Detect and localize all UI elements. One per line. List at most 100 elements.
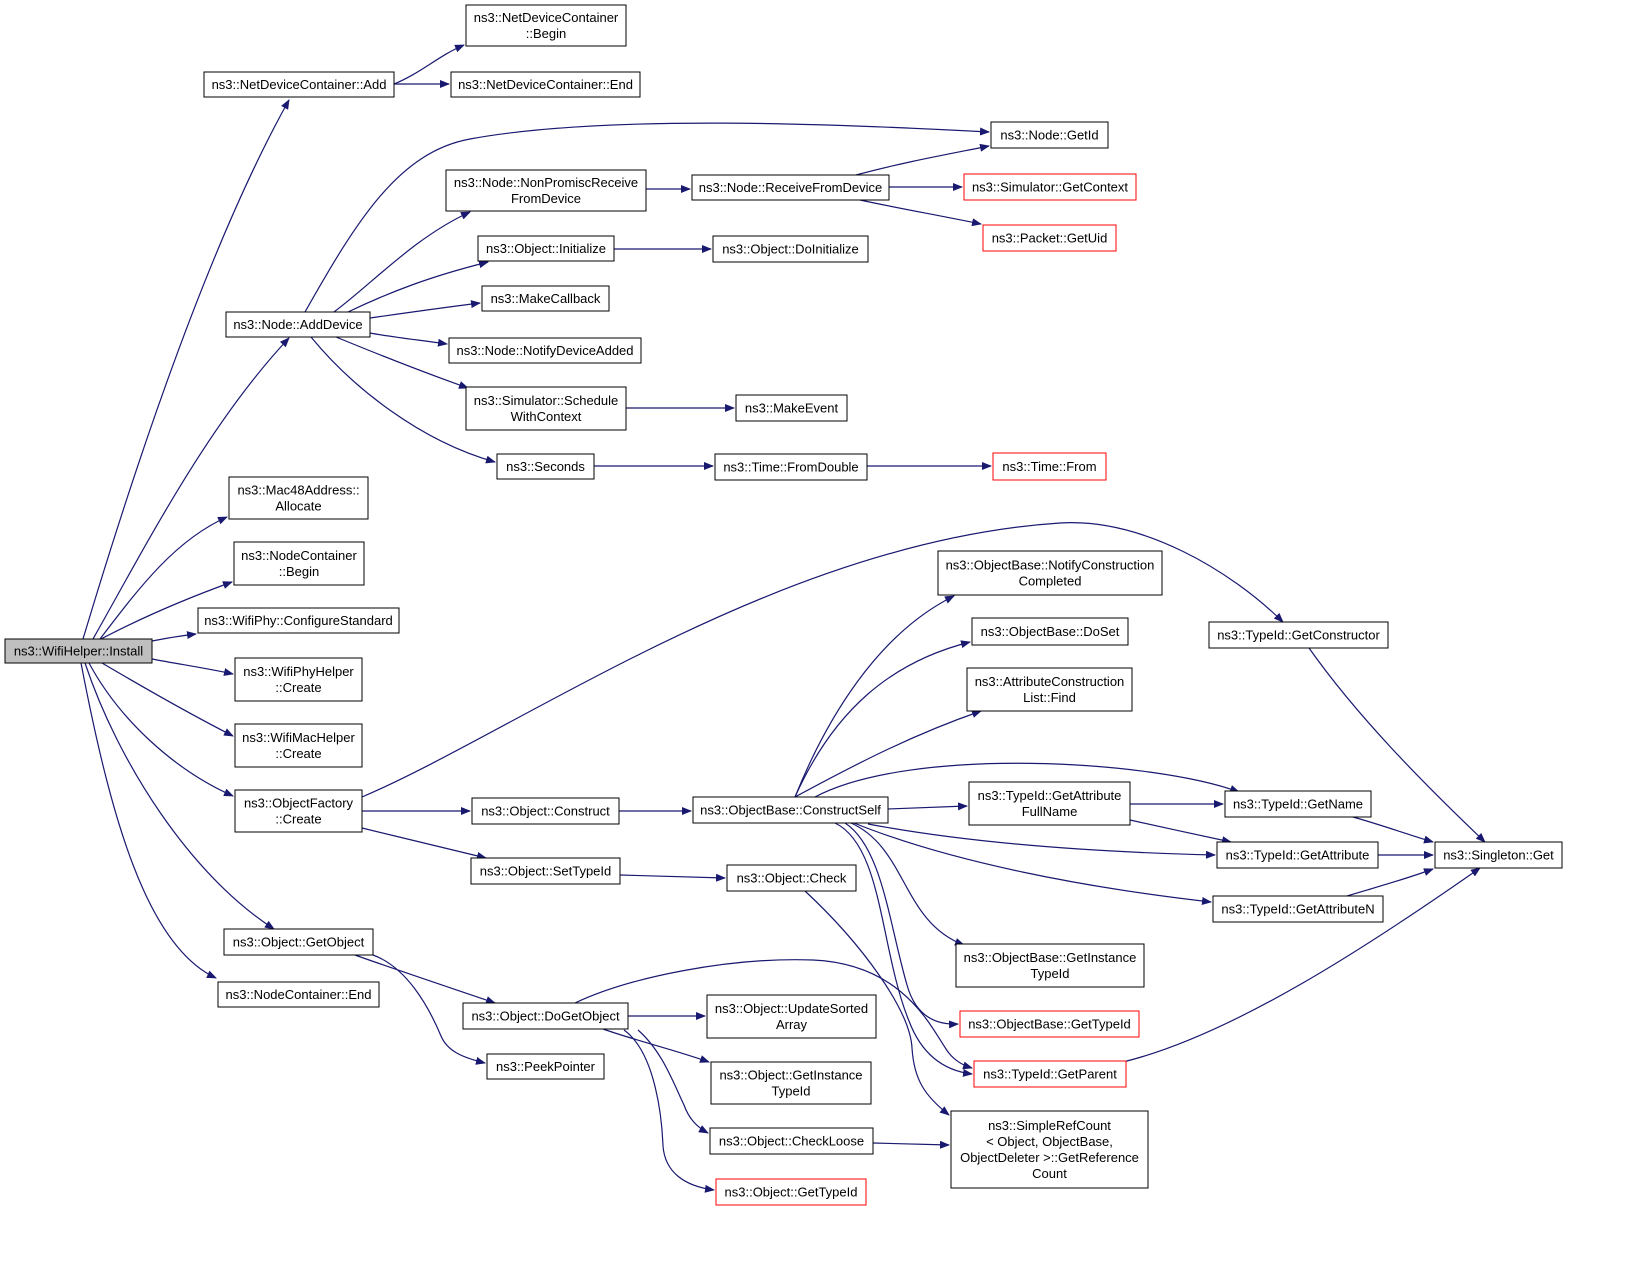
node-seconds[interactable]: ns3::Seconds — [496, 453, 595, 480]
edge-objbase_constructself-to-typeid_getattributen — [853, 822, 1212, 905]
node-box — [234, 789, 363, 833]
node-obj-doinitialize[interactable]: ns3::Object::DoInitialize — [712, 235, 869, 263]
node-mac48-allocate[interactable]: ns3::Mac48Address::Allocate — [228, 476, 369, 520]
node-obj-settypeid[interactable]: ns3::Object::SetTypeId — [470, 857, 621, 885]
node-makeevent[interactable]: ns3::MakeEvent — [735, 394, 848, 422]
node-label: ns3::Node::GetId — [1000, 128, 1098, 143]
edge-wifi_install-to-mac48_allocate — [99, 516, 228, 640]
node-time-from[interactable]: ns3::Time::From — [992, 452, 1107, 481]
node-time-fromdouble[interactable]: ns3::Time::FromDouble — [714, 453, 868, 481]
edge-obj_getobject-to-peekpointer — [372, 954, 486, 1065]
node-wifiphy-config[interactable]: ns3::WifiPhy::ConfigureStandard — [197, 607, 400, 634]
node-obj-initialize[interactable]: ns3::Object::Initialize — [477, 235, 615, 262]
node-label: ::Begin — [526, 26, 566, 41]
node-label: ns3::NetDeviceContainer::Add — [212, 77, 387, 92]
node-label: ns3::Node::NotifyDeviceAdded — [456, 343, 633, 358]
node-singleton-get[interactable]: ns3::Singleton::Get — [1434, 841, 1563, 869]
node-obj-construct[interactable]: ns3::Object::Construct — [471, 797, 620, 825]
node-label: TypeId — [1030, 966, 1069, 981]
node-label: ns3::Node::NonPromiscReceive — [454, 175, 638, 190]
node-label: ns3::Object::CheckLoose — [719, 1134, 864, 1149]
node-obj-checkloose[interactable]: ns3::Object::CheckLoose — [709, 1127, 874, 1155]
node-box — [966, 667, 1133, 712]
node-box — [225, 311, 371, 338]
node-typeid-getattributen[interactable]: ns3::TypeId::GetAttributeN — [1212, 895, 1384, 923]
node-sim-getcontext[interactable]: ns3::Simulator::GetContext — [963, 173, 1137, 201]
node-box — [1208, 621, 1389, 649]
node-typeid-getparent[interactable]: ns3::TypeId::GetParent — [973, 1060, 1127, 1088]
edge-wifi_install-to-ndc_add — [82, 99, 290, 640]
node-label: ns3::ObjectBase::GetTypeId — [968, 1017, 1131, 1032]
node-peekpointer[interactable]: ns3::PeekPointer — [486, 1053, 605, 1080]
edge-node_receive-to-node_getid — [855, 143, 990, 176]
node-box — [448, 337, 642, 364]
node-label: ns3::NodeContainer::End — [226, 987, 372, 1002]
node-label: ns3::Object::Construct — [481, 804, 610, 819]
node-label: ns3::Object::GetInstance — [719, 1068, 862, 1083]
node-box — [217, 981, 380, 1008]
edge-objbase_constructself-to-objbase_doset — [794, 640, 971, 798]
node-obj-gettypeid[interactable]: ns3::Object::GetTypeId — [715, 1178, 867, 1206]
node-ndc-end[interactable]: ns3::NetDeviceContainer::End — [450, 71, 641, 98]
node-wifimachelper-create[interactable]: ns3::WifiMacHelper::Create — [234, 723, 363, 768]
node-label: FromDevice — [511, 191, 581, 206]
node-node-notify[interactable]: ns3::Node::NotifyDeviceAdded — [448, 337, 642, 364]
node-objbase-constructself[interactable]: ns3::ObjectBase::ConstructSelf — [692, 796, 889, 824]
node-objbase-gettypeid[interactable]: ns3::ObjectBase::GetTypeId — [959, 1010, 1140, 1038]
node-box — [735, 394, 848, 422]
node-label: FullName — [1022, 804, 1078, 819]
node-obj-check[interactable]: ns3::Object::Check — [726, 864, 857, 892]
node-typeid-getattribute[interactable]: ns3::TypeId::GetAttribute — [1216, 841, 1379, 869]
node-label: ns3::PeekPointer — [496, 1059, 596, 1074]
node-label: ns3::Simulator::GetContext — [972, 180, 1128, 195]
node-box — [691, 174, 890, 201]
node-box — [234, 723, 363, 768]
node-label: ns3::Object::Initialize — [486, 241, 606, 256]
node-label: ns3::Node::AddDevice — [233, 317, 362, 332]
edge-objbase_constructself-to-objbase_gettypeid — [844, 822, 959, 1029]
node-box — [471, 797, 620, 825]
node-packet-getuid[interactable]: ns3::Packet::GetUid — [982, 224, 1117, 252]
node-label: ObjectDeleter >::GetReference — [960, 1150, 1139, 1165]
node-nc-end[interactable]: ns3::NodeContainer::End — [217, 981, 380, 1008]
node-label: ::Begin — [279, 564, 319, 579]
node-makecallback[interactable]: ns3::MakeCallback — [481, 285, 610, 312]
node-objbase-doset[interactable]: ns3::ObjectBase::DoSet — [971, 617, 1129, 646]
node-label: ns3::NetDeviceContainer::End — [458, 77, 633, 92]
node-typeid-getname[interactable]: ns3::TypeId::GetName — [1224, 790, 1372, 818]
node-box — [465, 4, 627, 47]
node-obj-dogetobject[interactable]: ns3::Object::DoGetObject — [462, 1002, 629, 1030]
edge-typeid_getconstructor-to-singleton_get — [1308, 647, 1486, 843]
edge-node_adddevice-to-sim_schedule — [335, 336, 469, 389]
node-nc-begin[interactable]: ns3::NodeContainer::Begin — [233, 541, 365, 586]
edge-node_adddevice-to-node_nonpromisc — [333, 211, 471, 313]
node-label: ns3::SimpleRefCount — [988, 1118, 1111, 1133]
node-simplerefcount[interactable]: ns3::SimpleRefCount< Object, ObjectBase,… — [950, 1110, 1149, 1189]
node-wifiphyhelper-create[interactable]: ns3::WifiPhyHelper::Create — [234, 657, 363, 702]
node-obj-getobject[interactable]: ns3::Object::GetObject — [223, 928, 374, 956]
node-ndc-add[interactable]: ns3::NetDeviceContainer::Add — [203, 71, 395, 98]
node-typeid-getconstructor[interactable]: ns3::TypeId::GetConstructor — [1208, 621, 1389, 649]
node-wifi-install[interactable]: ns3::WifiHelper::Install — [4, 638, 153, 664]
node-objbase-notify[interactable]: ns3::ObjectBase::NotifyConstructionCompl… — [937, 550, 1163, 596]
node-box — [710, 1061, 872, 1105]
node-box — [496, 453, 595, 480]
edge-obj_dogetobject-to-obj_gettypeid — [623, 1029, 715, 1193]
node-node-getid[interactable]: ns3::Node::GetId — [990, 121, 1109, 149]
node-node-receive[interactable]: ns3::Node::ReceiveFromDevice — [691, 174, 890, 201]
node-label: ns3::WifiHelper::Install — [14, 644, 143, 659]
node-ndc-begin[interactable]: ns3::NetDeviceContainer::Begin — [465, 4, 627, 47]
edge-obj_check-to-simplerefcount — [804, 890, 950, 1116]
node-box — [450, 71, 641, 98]
node-label: ns3::TypeId::GetAttributeN — [1221, 902, 1374, 917]
node-label: ns3::WifiMacHelper — [242, 730, 355, 745]
node-objfactory-create[interactable]: ns3::ObjectFactory::Create — [234, 789, 363, 833]
node-node-adddevice[interactable]: ns3::Node::AddDevice — [225, 311, 371, 338]
